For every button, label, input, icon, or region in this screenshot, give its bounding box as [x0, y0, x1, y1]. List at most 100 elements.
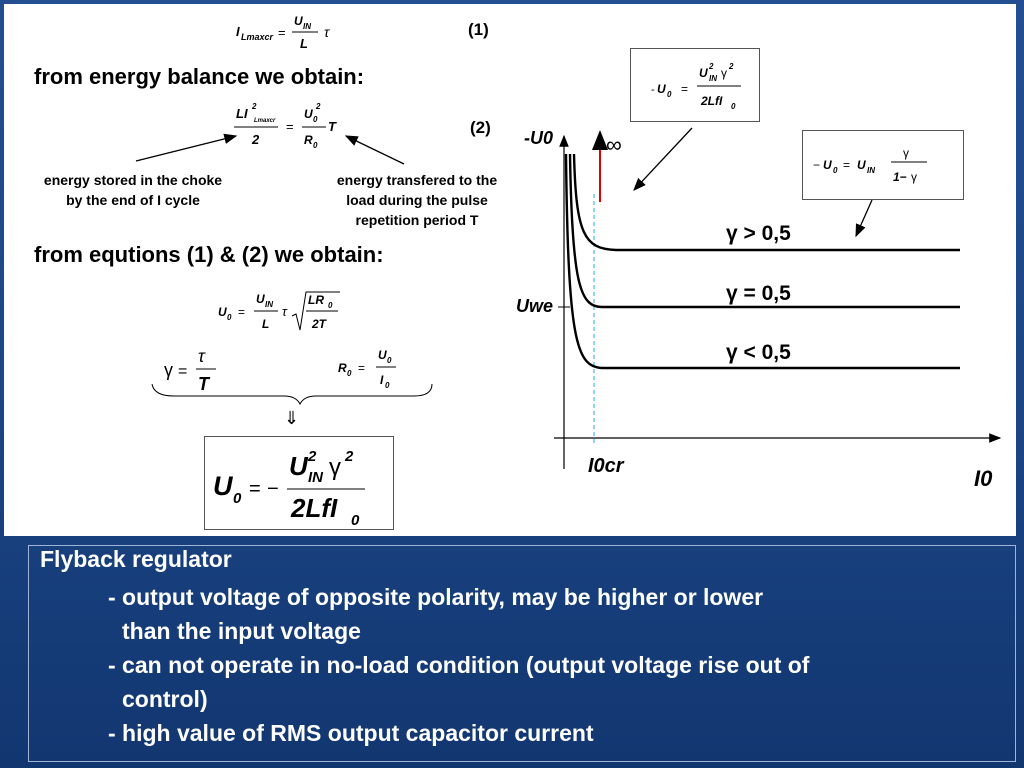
- svg-text:L: L: [262, 317, 269, 331]
- choke-energy-note-line-1: energy stored in the choke: [43, 172, 223, 188]
- svg-text:0: 0: [347, 369, 352, 378]
- formula-continuous: − U 0 = U IN γ 1− γ: [813, 146, 927, 184]
- svg-text:R: R: [304, 133, 313, 147]
- svg-text:2: 2: [708, 62, 714, 71]
- x-axis-label: I0: [974, 466, 993, 491]
- svg-text:U: U: [218, 305, 227, 319]
- svg-text:U: U: [294, 14, 303, 28]
- equation-1-tag: (1): [468, 20, 489, 39]
- svg-text:−: −: [813, 158, 820, 172]
- svg-text:U: U: [378, 348, 387, 362]
- summary-item-1-cont: than the input voltage: [122, 618, 361, 644]
- svg-text:τ: τ: [282, 304, 288, 319]
- svg-text:IN: IN: [265, 300, 273, 309]
- svg-text:=: =: [843, 158, 850, 172]
- y-axis-label: -U0: [524, 128, 553, 148]
- svg-text:Lmaxcr: Lmaxcr: [241, 32, 274, 42]
- choke-energy-note: energy stored in the choke by the end of…: [18, 170, 248, 210]
- choke-energy-note-line-2: by the end of I cycle: [66, 192, 200, 208]
- equation-u0-sqrt: U 0 = U IN L τ LR 0 2T: [218, 291, 340, 331]
- svg-text:2: 2: [315, 102, 321, 111]
- summary-item-2: - can not operate in no-load condition (…: [108, 652, 810, 678]
- equation-r0: R 0 = U 0 I 0: [338, 348, 396, 390]
- svg-text:U: U: [304, 107, 313, 121]
- load-energy-note-line-1: energy transfered to the: [336, 172, 498, 188]
- result-equation: U 0 = − U 2 IN γ 2 2LfI 0: [213, 448, 365, 529]
- series-label-gamma-gt-half: γ > 0,5: [726, 222, 791, 245]
- svg-text:τ: τ: [198, 346, 206, 366]
- svg-text:I: I: [236, 24, 240, 39]
- svg-text:0: 0: [313, 141, 318, 150]
- equation-1: I Lmaxcr = U IN L τ: [236, 14, 330, 51]
- svg-text:0: 0: [328, 301, 333, 310]
- summary-item-1: - output voltage of opposite polarity, m…: [108, 584, 764, 610]
- formula-box-continuous: − U 0 = U IN γ 1− γ: [802, 130, 964, 200]
- svg-text:I: I: [380, 373, 384, 387]
- svg-text:=: =: [249, 478, 261, 500]
- svg-text:T: T: [198, 374, 211, 394]
- svg-text:U: U: [657, 82, 666, 96]
- formula-discontinuous: - U 0 = U 2 IN γ 2 2LfI 0: [651, 62, 741, 111]
- curve-gamma-lt-half: [564, 153, 960, 370]
- svg-text:LI: LI: [236, 106, 248, 121]
- infinity-label: ∞: [606, 132, 622, 157]
- content-panel: I Lmaxcr = U IN L τ (1) from energy bala…: [4, 4, 1016, 536]
- svg-text:0: 0: [385, 381, 390, 390]
- svg-text:2T: 2T: [311, 317, 328, 331]
- svg-text:γ: γ: [329, 454, 341, 481]
- svg-text:=: =: [358, 361, 365, 375]
- formula-box-discontinuous: - U 0 = U 2 IN γ 2 2LfI 0: [630, 48, 760, 122]
- svg-text:U: U: [857, 158, 866, 172]
- svg-text:IN: IN: [867, 166, 875, 175]
- equation-2: LI 2 Lmaxcr 2 = U 0 2 R 0 T: [234, 102, 337, 150]
- svg-text:2LfI: 2LfI: [290, 493, 338, 523]
- svg-text:U: U: [256, 292, 265, 306]
- svg-text:0: 0: [351, 512, 360, 529]
- load-energy-note: energy transfered to the load during the…: [310, 170, 524, 230]
- svg-text:0: 0: [667, 90, 672, 99]
- equation-2-tag: (2): [470, 118, 491, 137]
- svg-text:−: −: [267, 478, 279, 500]
- svg-text:=: =: [178, 363, 187, 380]
- svg-text:γ: γ: [721, 66, 727, 80]
- series-label-gamma-eq-half: γ = 0,5: [726, 282, 791, 305]
- svg-text:LR: LR: [308, 293, 324, 307]
- svg-text:0: 0: [233, 490, 242, 507]
- svg-text:-: -: [651, 84, 655, 96]
- svg-text:=: =: [238, 305, 245, 319]
- svg-text:Lmaxcr: Lmaxcr: [254, 118, 276, 124]
- svg-text:=: =: [681, 82, 688, 96]
- svg-text:1−: 1−: [893, 170, 907, 184]
- load-energy-note-line-2: load during the pulse: [346, 192, 488, 208]
- i0cr-label: I0cr: [588, 455, 625, 477]
- svg-text:γ: γ: [903, 146, 909, 160]
- svg-text:U: U: [823, 158, 832, 172]
- svg-text:2: 2: [251, 132, 260, 147]
- svg-text:2LfI: 2LfI: [700, 94, 723, 108]
- svg-text:0: 0: [227, 313, 232, 322]
- load-energy-note-line-3: repetition period T: [355, 212, 479, 228]
- equations-heading: from equtions (1) & (2) we obtain:: [34, 242, 384, 267]
- svg-text:2: 2: [344, 448, 354, 465]
- svg-text:L: L: [300, 36, 308, 51]
- output-voltage-chart: -U0 Uwe I0 I0cr ∞ γ > 0,5 γ = 0,5 γ < 0,…: [516, 128, 1002, 491]
- uwe-label: Uwe: [516, 296, 553, 316]
- svg-text:U: U: [213, 471, 234, 501]
- curve-gamma-gt-half: [572, 153, 960, 252]
- svg-text:0: 0: [833, 166, 838, 175]
- svg-text:0: 0: [313, 115, 318, 124]
- curve-gamma-eq-half: [568, 153, 960, 309]
- svg-text:=: =: [286, 119, 294, 134]
- svg-text:U: U: [289, 451, 309, 481]
- annotation-arrows: [135, 127, 873, 406]
- svg-text:0: 0: [731, 102, 736, 111]
- svg-text:IN: IN: [303, 22, 311, 31]
- svg-text:γ: γ: [911, 170, 917, 184]
- svg-text:0: 0: [387, 356, 392, 365]
- svg-text:γ: γ: [164, 360, 173, 380]
- svg-text:IN: IN: [709, 74, 717, 83]
- svg-text:2: 2: [251, 102, 257, 111]
- implies-arrow: ⇓: [284, 408, 300, 428]
- summary-item-3: - high value of RMS output capacitor cur…: [108, 720, 594, 746]
